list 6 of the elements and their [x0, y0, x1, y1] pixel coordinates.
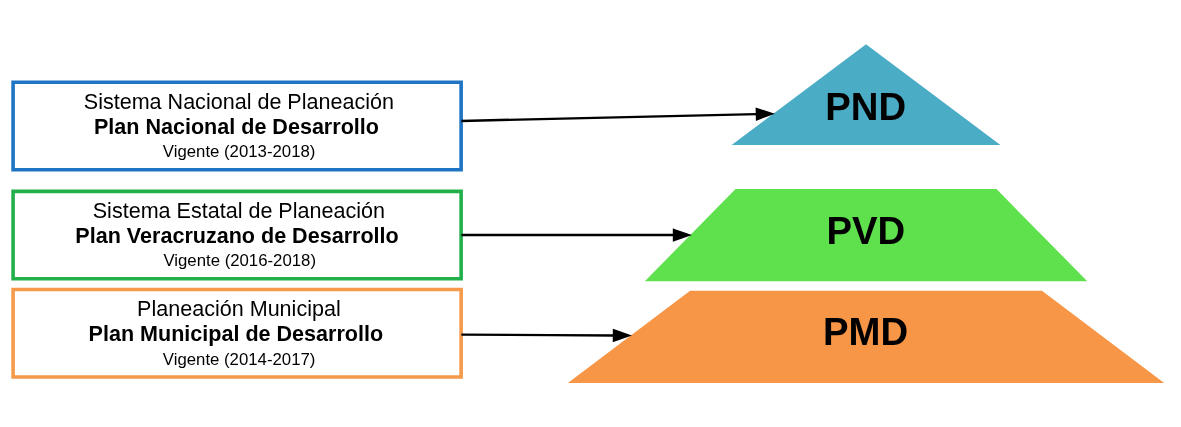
arrow: [461, 228, 692, 242]
arrow: [461, 107, 775, 123]
node-box: Sistema Estatal de Planeación Plan Veracruzano de Desarrollo Vigente (2016-2018): [11, 189, 463, 281]
arrow: [461, 328, 632, 343]
node-box: Planeación Municipal Plan Municipal de Desarrollo Vigente (2014-2017): [11, 287, 463, 379]
node-box: Sistema Nacional de Planeación Plan Nacional de Desarrollo Vigente (2013-2018): [11, 80, 463, 172]
